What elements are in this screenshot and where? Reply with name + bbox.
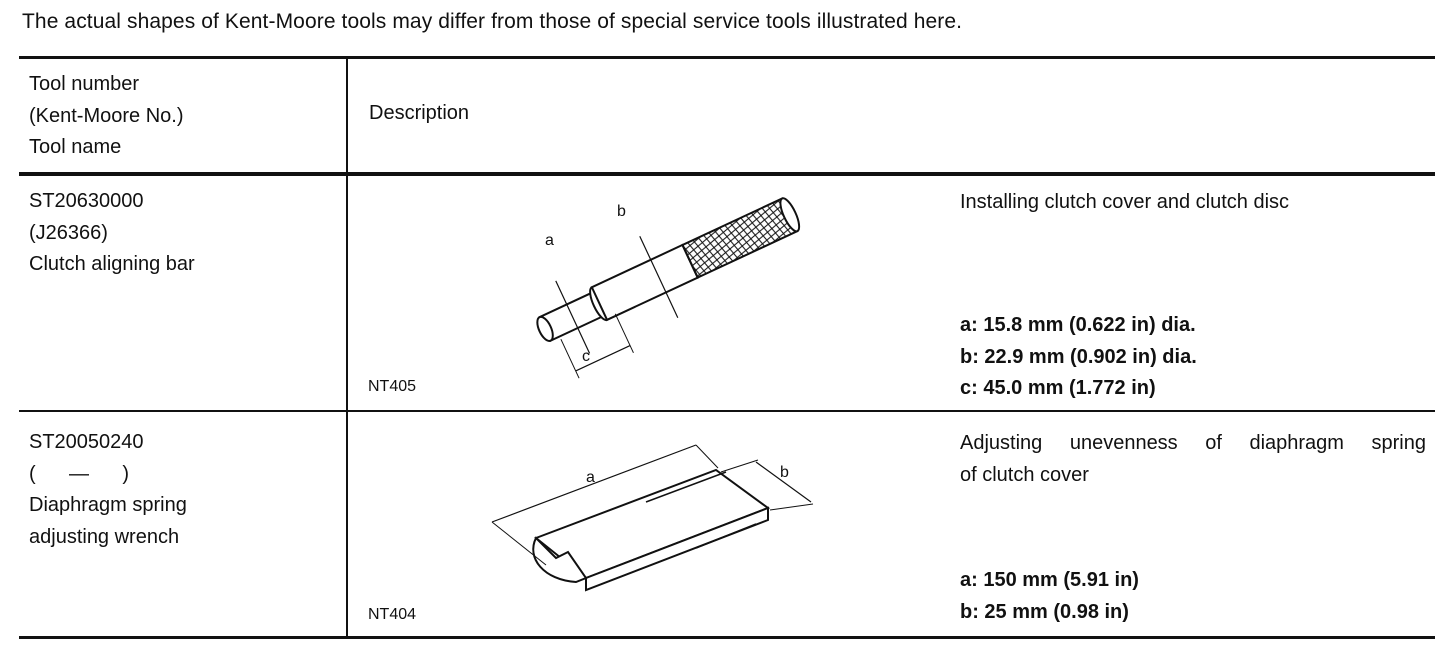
row2-tool-name-line2: adjusting wrench — [29, 525, 180, 548]
row1-figure-code: NT405 — [368, 378, 417, 395]
header-description: Description — [369, 102, 470, 124]
clutch-aligning-bar-illustration: a b c — [536, 197, 801, 379]
row1-spec-a: a: 15.8 mm (0.622 in) dia. — [960, 314, 1196, 336]
row2-spec-b: b: 25 mm (0.98 in) — [960, 600, 1129, 623]
row2-tool-number: ST20050240 — [29, 431, 144, 453]
dim-label-b: b — [617, 203, 626, 220]
row2-tool-name-line1: Diaphragm spring — [29, 494, 187, 516]
table-bottom-rule — [19, 636, 1435, 639]
row1-spec-c: c: 45.0 mm (1.772 in) — [960, 377, 1156, 399]
row1-tool-number: ST20630000 — [29, 190, 144, 212]
header-bottom-rule — [19, 172, 1435, 176]
table-top-rule — [19, 56, 1435, 59]
header-tool-number: Tool number — [29, 73, 140, 95]
row2-specs: a: 150 mm (5.91 in) b: 25 mm (0.98 in) — [960, 565, 1139, 628]
header-tool-column: Tool number (Kent-Moore No.) Tool name — [29, 69, 184, 164]
row2-kent-moore: ( — ) — [29, 462, 129, 485]
row2-purpose-line1: Adjusting unevenness of diaphragm spring — [960, 432, 1426, 454]
row1-spec-b: b: 22.9 mm (0.902 in) dia. — [960, 345, 1197, 368]
column-divider — [346, 58, 348, 637]
dim-label-a: a — [586, 469, 595, 486]
dim-label-b: b — [780, 464, 789, 481]
row1-specs: a: 15.8 mm (0.622 in) dia. b: 22.9 mm (0… — [960, 310, 1197, 405]
row1-description: Installing clutch cover and clutch disc — [960, 187, 1289, 219]
dim-label-a: a — [545, 232, 554, 249]
header-tool-name: Tool name — [29, 136, 122, 158]
row1-tool-info: ST20630000 (J26366) Clutch aligning bar — [29, 186, 195, 281]
row1-purpose: Installing clutch cover and clutch disc — [960, 191, 1290, 213]
row2-figure-code: NT404 — [368, 606, 417, 623]
row1-kent-moore: (J26366) — [29, 221, 108, 244]
row2-tool-info: ST20050240 ( — ) Diaphragm spring adjust… — [29, 427, 187, 553]
disclaimer-note: The actual shapes of Kent-Moore tools ma… — [22, 10, 963, 33]
row2-spec-a: a: 150 mm (5.91 in) — [960, 569, 1139, 591]
row2-description: Adjusting unevenness of diaphragm spring… — [960, 428, 1426, 491]
dim-label-c: c — [582, 348, 590, 365]
diaphragm-spring-wrench-illustration: a b — [491, 444, 814, 592]
row2-purpose-line2: of clutch cover — [960, 463, 1089, 486]
row-divider — [19, 410, 1435, 412]
row1-tool-name: Clutch aligning bar — [29, 253, 195, 275]
header-kent-moore: (Kent-Moore No.) — [29, 104, 184, 127]
